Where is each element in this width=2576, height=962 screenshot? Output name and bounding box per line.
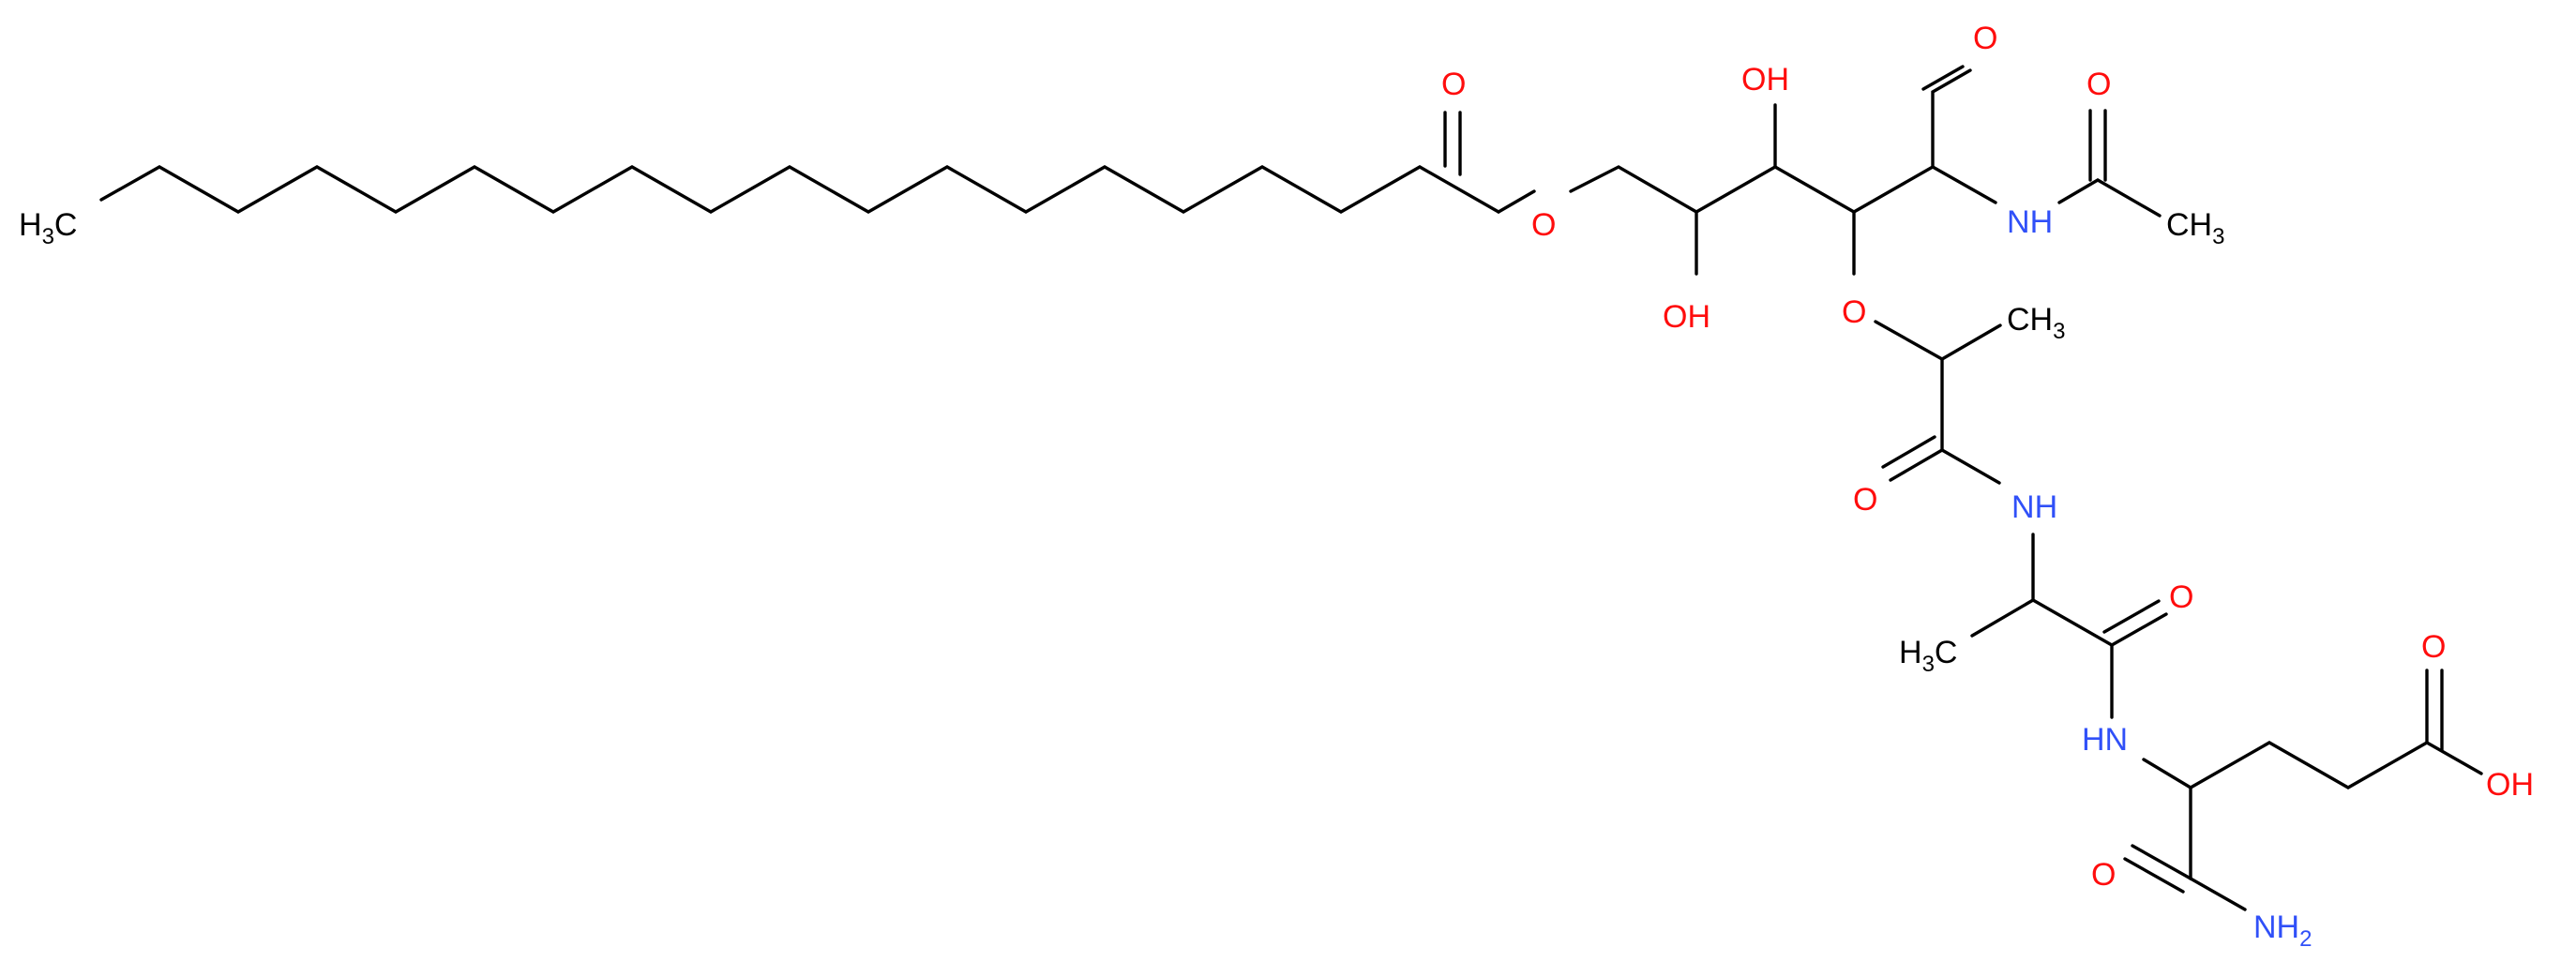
atom-alanine-methyl: H3C xyxy=(1899,635,1957,677)
atom-aldehyde-oxygen: O xyxy=(1973,21,1997,56)
atom-amide-nh2: NH2 xyxy=(2253,909,2312,952)
atom-acetyl-methyl: CH3 xyxy=(2166,207,2224,249)
atom-ester-carbonyl-oxygen: O xyxy=(1441,67,1466,102)
atom-h3c: H3C xyxy=(19,207,77,249)
atom-amide-nitrogen-1: NH xyxy=(2011,489,2057,525)
atom-amide-nitrogen-2: HN xyxy=(2082,722,2128,758)
atom-acid-hydroxyl: OH xyxy=(2486,767,2534,803)
atom-labels: H3C O O OH OH O O NH O CH3 CH3 O NH O H3… xyxy=(19,21,2534,952)
atom-hydroxyl-2: OH xyxy=(1663,299,1710,335)
atom-ether-oxygen: O xyxy=(1842,294,1866,330)
atom-lactyl-methyl: CH3 xyxy=(2007,302,2065,344)
atom-ester-oxygen: O xyxy=(1531,207,1556,243)
atom-hydroxyl-1: OH xyxy=(1741,62,1789,98)
atom-acetamido-nitrogen: NH xyxy=(2007,204,2053,240)
atom-amide-oxygen-1: O xyxy=(1853,482,1877,518)
atom-amide-oxygen-3: O xyxy=(2091,857,2116,893)
atom-acetyl-oxygen: O xyxy=(2086,67,2111,102)
atom-acid-carbonyl-oxygen: O xyxy=(2421,629,2446,665)
atom-amide-oxygen-2: O xyxy=(2169,579,2193,615)
bond-lines xyxy=(99,65,2483,911)
